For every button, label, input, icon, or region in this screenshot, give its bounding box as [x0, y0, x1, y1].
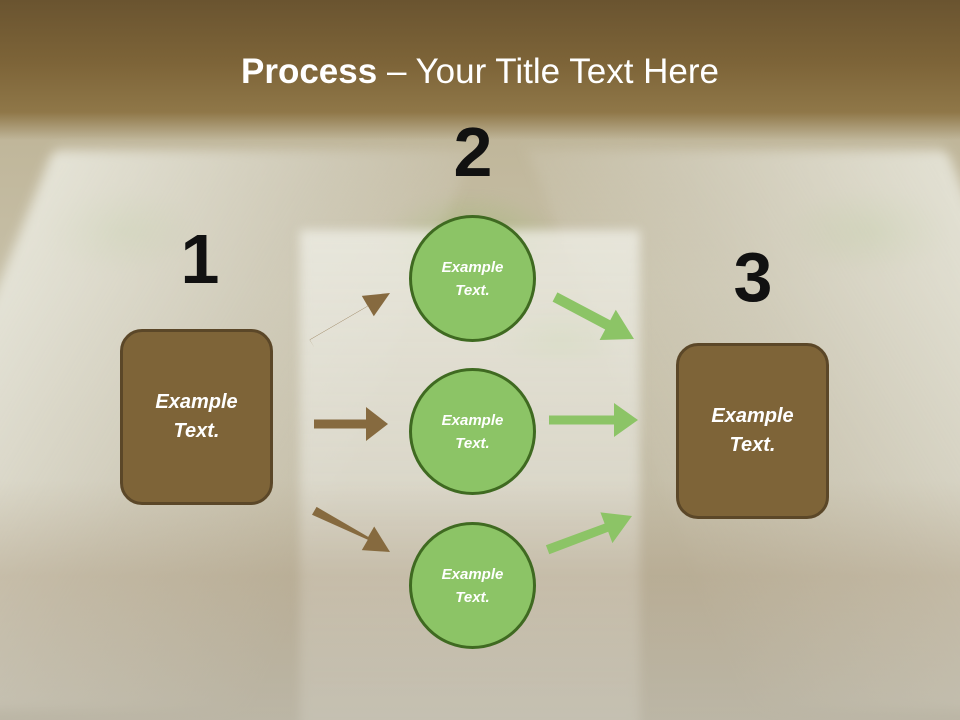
circle-bottom-text: Example Text.: [441, 565, 504, 606]
arrow-brown-up: [309, 293, 390, 348]
arrow-green-middle: [549, 403, 638, 437]
arrow-green-down: [552, 292, 634, 340]
step-2-circle-top: Example Text.: [409, 215, 536, 342]
step-1-box: Example Text.: [120, 329, 273, 505]
circle-top-text: Example Text.: [441, 258, 504, 299]
step-2-circle-middle: Example Text.: [409, 368, 536, 495]
circle-middle-text: Example Text.: [441, 411, 504, 452]
title-rest: – Your Title Text Here: [377, 52, 719, 91]
step-number-2: 2: [453, 113, 493, 191]
step-number-1: 1: [180, 220, 220, 298]
title-bold: Process: [241, 52, 378, 91]
step-1-text: Example Text.: [155, 391, 238, 442]
arrow-brown-middle: [314, 407, 388, 441]
arrow-brown-down: [312, 506, 390, 552]
step-3-box: Example Text.: [676, 343, 829, 519]
page-title: Process – Your Title Text Here: [0, 52, 960, 92]
step-2-circle-bottom: Example Text.: [409, 522, 536, 649]
step-3-text: Example Text.: [711, 405, 794, 456]
arrow-green-up: [545, 512, 632, 555]
step-number-3: 3: [733, 238, 773, 316]
